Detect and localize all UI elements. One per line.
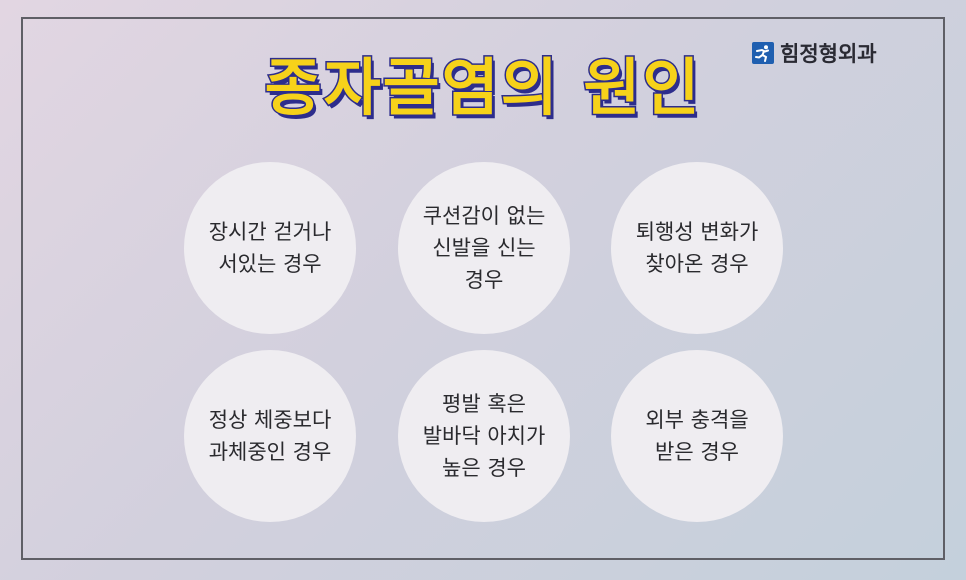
- cause-text-4: 정상 체중보다 과체중인 경우: [208, 408, 332, 464]
- content-frame: [21, 17, 945, 560]
- cause-circle-2: 쿠션감이 없는 신발을 신는 경우: [398, 162, 570, 334]
- page-title: 종자골염의 원인: [263, 50, 702, 126]
- cause-text-5: 평발 혹은 발바닥 아치가 높은 경우: [422, 392, 546, 480]
- cause-text-2: 쿠션감이 없는 신발을 신는 경우: [422, 204, 546, 292]
- brand-logo: 힘정형외과: [752, 38, 877, 68]
- cause-circle-5: 평발 혹은 발바닥 아치가 높은 경우: [398, 350, 570, 522]
- cause-text-6: 외부 충격을 받은 경우: [645, 408, 749, 464]
- cause-circle-3: 퇴행성 변화가 찾아온 경우: [611, 162, 783, 334]
- cause-circle-1: 장시간 걷거나 서있는 경우: [184, 162, 356, 334]
- cause-circle-6: 외부 충격을 받은 경우: [611, 350, 783, 522]
- running-figure-icon: [752, 42, 774, 64]
- cause-circle-4: 정상 체중보다 과체중인 경우: [184, 350, 356, 522]
- brand-name: 힘정형외과: [780, 42, 877, 66]
- cause-text-1: 장시간 걷거나 서있는 경우: [208, 220, 332, 276]
- cause-text-3: 퇴행성 변화가 찾아온 경우: [635, 220, 759, 276]
